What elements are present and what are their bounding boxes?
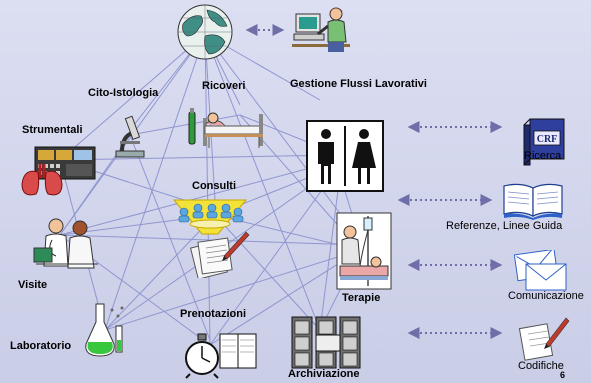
iv-therapy-icon [336, 212, 392, 290]
label-ricerca: Ricerca [524, 150, 562, 162]
label-comunicazione: Comunicazione [508, 290, 584, 302]
dotted-arrows [245, 24, 503, 339]
file-cabinet-icon [291, 316, 361, 369]
label-strumentali: Strumentali [22, 124, 83, 136]
crf-badge-label: CRF [537, 134, 558, 145]
label-gestione-flussi-lavorativi: Gestione Flussi Lavorativi [290, 78, 427, 90]
pen-paper-icon [518, 317, 570, 361]
label-terapie: Terapie [342, 292, 381, 304]
globe-icon [177, 4, 233, 60]
label-visite: Visite [18, 279, 48, 291]
slide-number: 6 [560, 370, 566, 380]
label-codifiche: Codifiche [518, 360, 564, 372]
meeting-icon [172, 199, 248, 235]
label-consulti: Consulti [192, 180, 236, 192]
label-archiviazione: Archiviazione [288, 368, 360, 380]
computer-operator-icon [292, 7, 350, 52]
hospital-bed-icon [188, 108, 263, 148]
label-cito-istologia: Cito-Istologia [88, 87, 159, 99]
envelopes-icon [514, 250, 567, 291]
restroom-sign-icon [306, 120, 384, 192]
label-ricoveri: Ricoveri [202, 80, 246, 92]
flask-icon [85, 303, 124, 357]
documents-icon [190, 231, 250, 278]
crf-binder-icon: CRF [523, 118, 565, 166]
lungs-icon [21, 164, 63, 196]
open-book-icon [503, 183, 563, 220]
alarm-clock-icon [185, 333, 219, 379]
planner-icon [219, 333, 257, 369]
label-referenze-linee-guida: Referenze, Linee Guida [446, 220, 563, 232]
microscope-icon [115, 115, 145, 158]
doctor-patient-icon [33, 218, 98, 269]
label-prenotazioni: Prenotazioni [180, 308, 247, 320]
label-laboratorio: Laboratorio [10, 340, 72, 352]
